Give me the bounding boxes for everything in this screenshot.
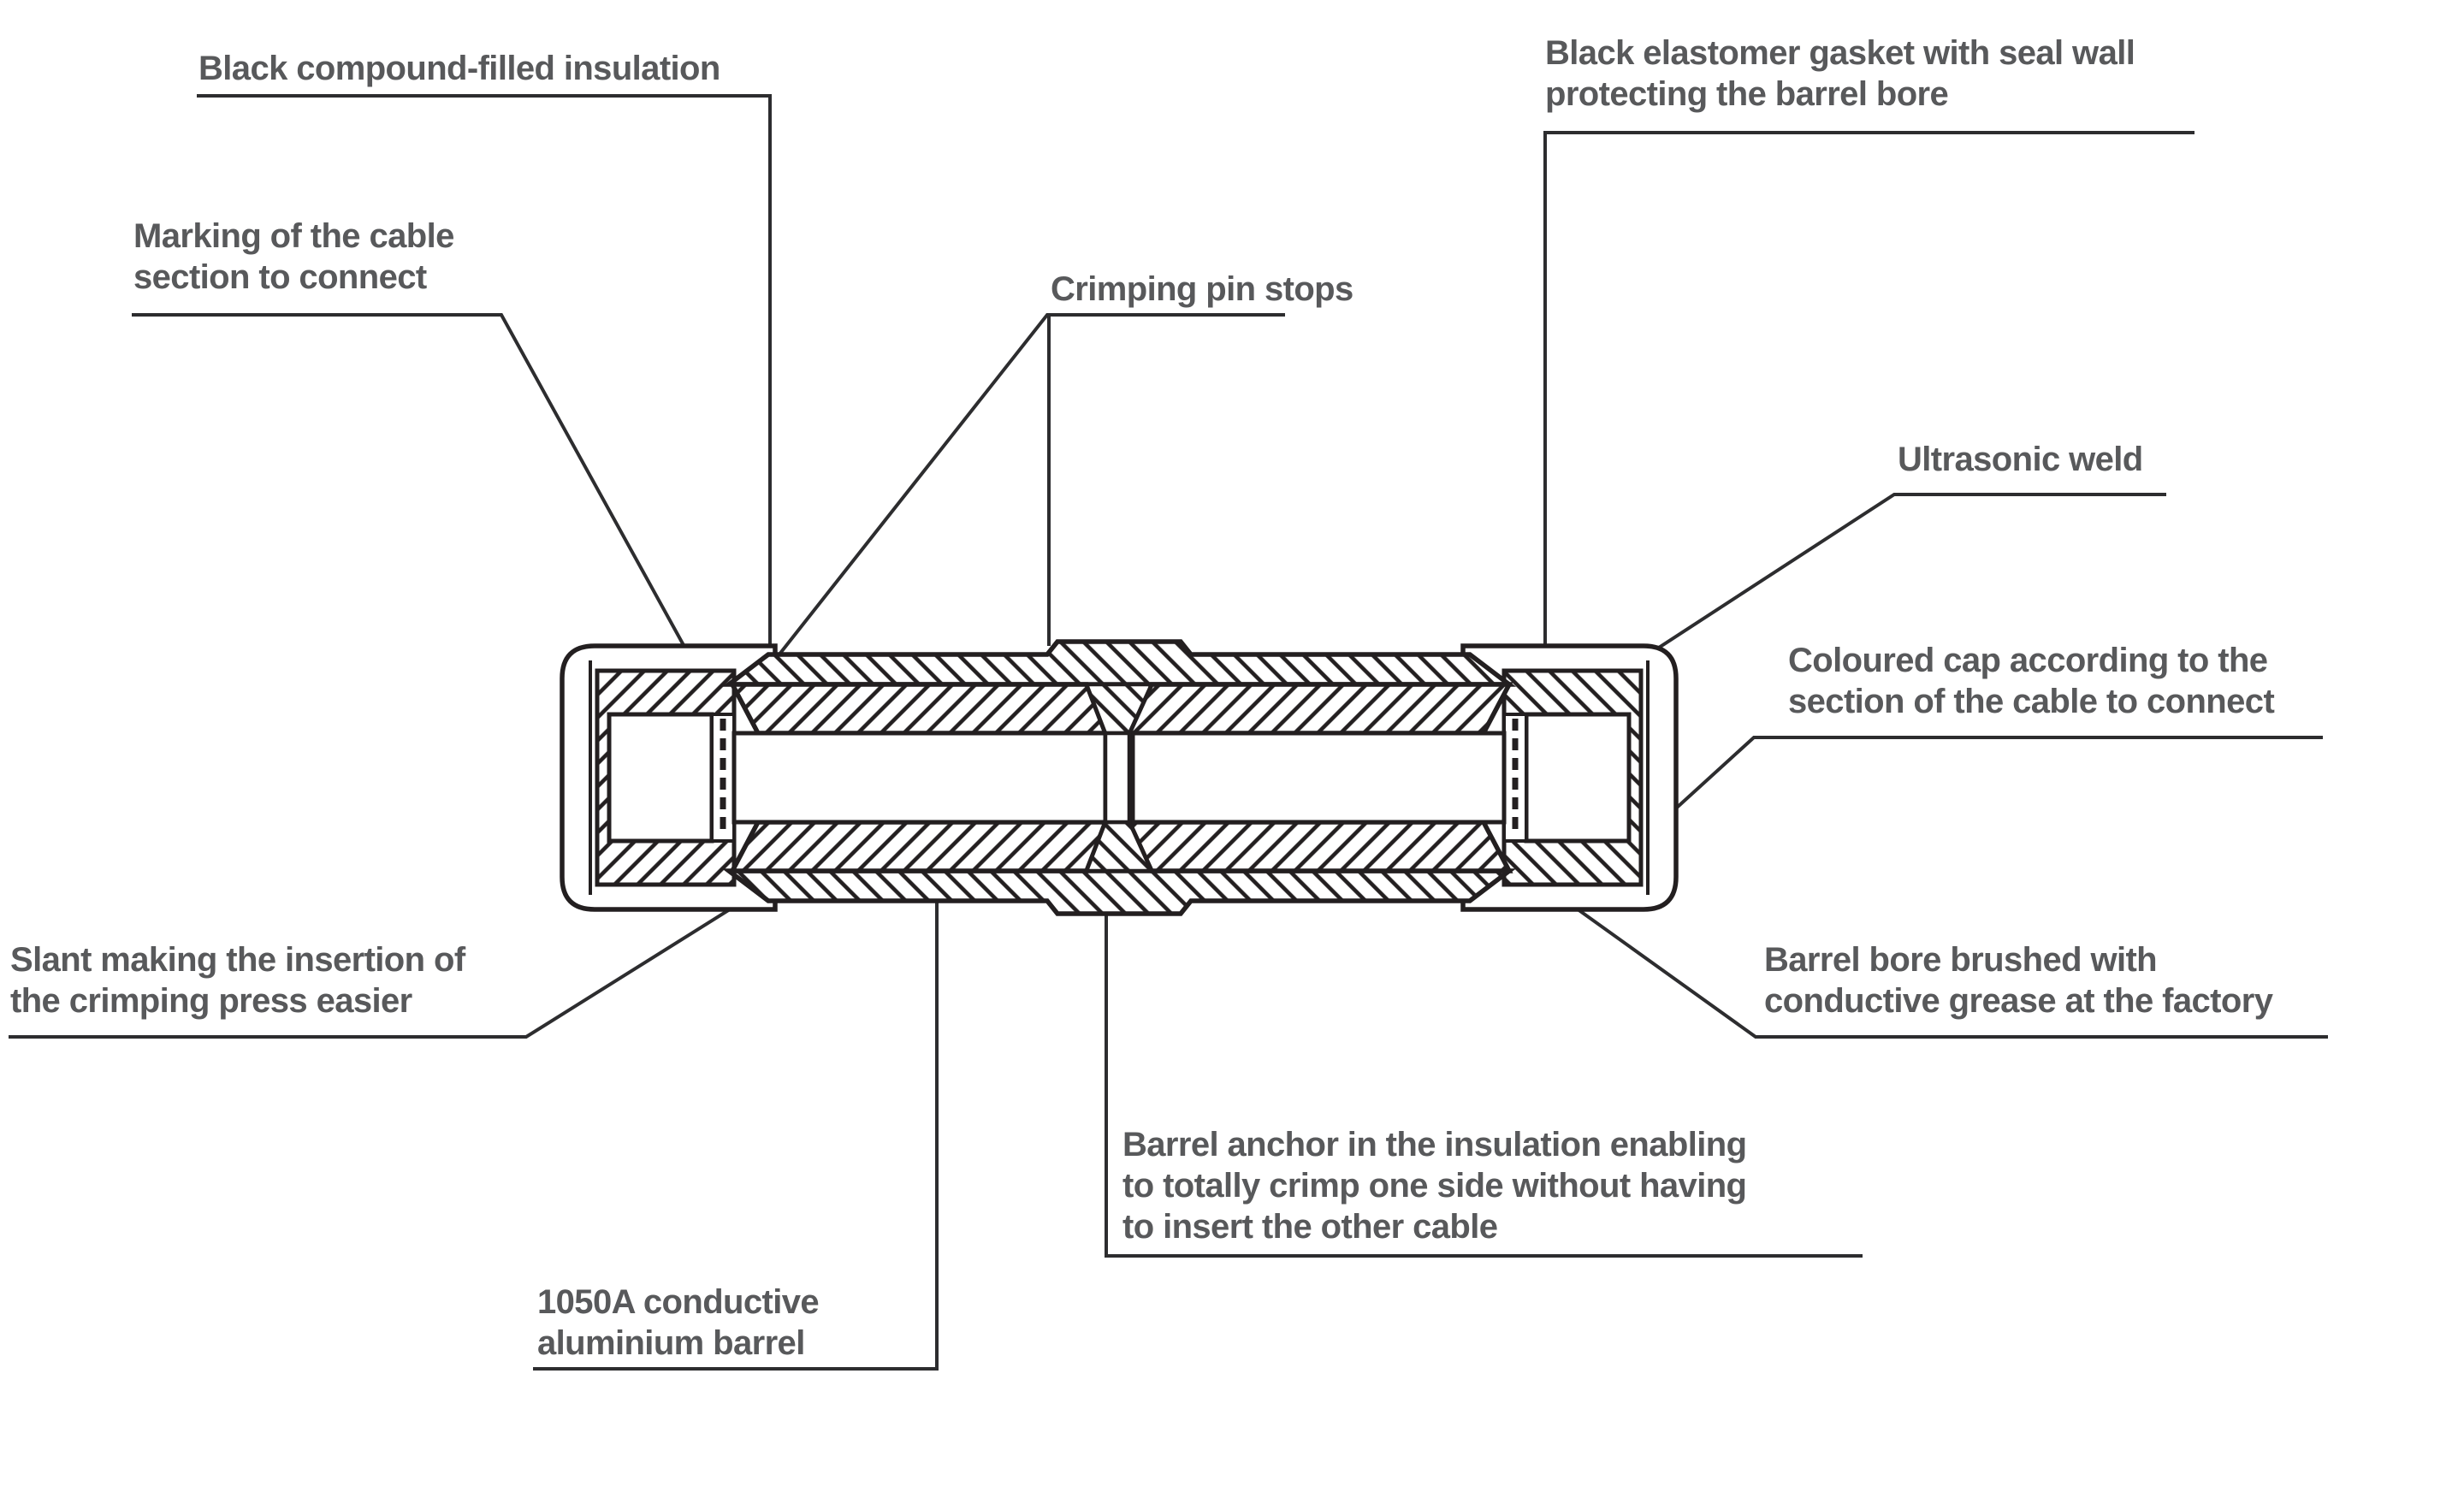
connector-drawing [560, 639, 1679, 916]
leader-cable-marking [132, 313, 687, 649]
leader-ultrasonic-weld [1642, 493, 2166, 660]
leader-coloured-cap [1666, 736, 2323, 818]
label-insertion-slant: Slant making the insertion of the crimpi… [10, 941, 465, 1020]
label-aluminium-barrel: 1050A conductive aluminium barrel [537, 1283, 820, 1362]
insulation-top-strip [721, 639, 1517, 687]
insulation-bottom-strip [721, 868, 1517, 916]
label-ultrasonic-weld: Ultrasonic weld [1898, 441, 2143, 478]
label-compound-insulation: Black compound-filled insulation [198, 50, 720, 87]
cable-entry-cavity-right [1524, 712, 1632, 844]
label-coloured-cap: Coloured cap according to the section of… [1788, 642, 2275, 720]
seal-wall-right [1502, 713, 1528, 843]
leader-aluminium-barrel [533, 820, 939, 1371]
leader-crimping-pin-stop-left [776, 313, 1285, 658]
barrel-wall-top-right [1125, 682, 1513, 736]
barrel-wall-bottom-left [728, 820, 1110, 873]
cable-entry-cavity-left [607, 712, 714, 844]
leader-lines [9, 94, 2328, 1371]
seal-wall-left [710, 713, 736, 843]
barrel-anchor-column [1103, 731, 1132, 825]
label-barrel-anchor: Barrel anchor in the insulation enabling… [1122, 1126, 1747, 1246]
leader-elastomer-gasket [1543, 131, 2194, 686]
leader-compound-insulation [197, 94, 772, 657]
label-barrel-bore-grease: Barrel bore brushed with conductive grea… [1764, 941, 2273, 1020]
barrel-wall-bottom-right [1125, 820, 1513, 873]
leader-insertion-slant [9, 907, 732, 1039]
leader-barrel-anchor [1105, 864, 1863, 1258]
label-crimping-pin-stops: Crimping pin stops [1051, 270, 1353, 308]
barrel-bore-left [732, 731, 1108, 825]
barrel-bore-right [1130, 731, 1507, 825]
label-elastomer-gasket: Black elastomer gasket with seal wall pr… [1545, 34, 2135, 113]
barrel-wall-top-left [728, 682, 1110, 736]
label-cable-marking: Marking of the cable section to connect [133, 217, 454, 296]
